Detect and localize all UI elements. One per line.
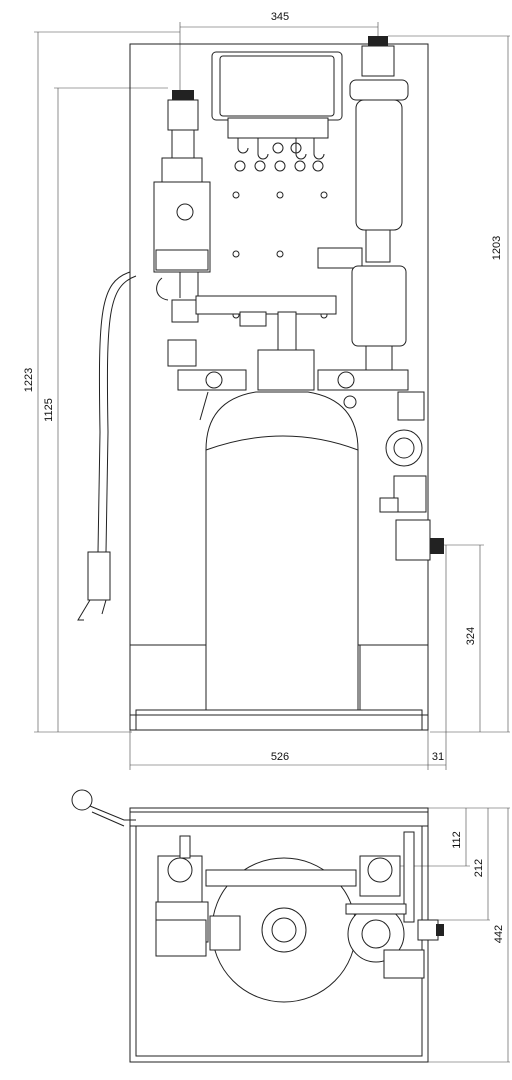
inlet-valve-left [161, 90, 203, 183]
dim-31-label: 31 [432, 751, 444, 763]
dim-526-label: 526 [271, 751, 289, 763]
filter-housing [317, 36, 409, 269]
dim-345-label: 345 [271, 11, 289, 23]
top-view-tank-head [261, 907, 307, 953]
pump-unit [153, 181, 211, 367]
ball-valves [177, 369, 409, 421]
controller-unit [211, 51, 343, 172]
top-view-back-plate [129, 811, 429, 827]
dim-212-label: 212 [473, 859, 485, 877]
dim-324-label: 324 [465, 627, 477, 645]
sensor-block [351, 265, 407, 371]
power-cord [77, 271, 137, 621]
dim-top-view-right: 112 212 442 [380, 807, 510, 1063]
top-view-inner [135, 825, 423, 1057]
dim-outlet-height: 324 [440, 544, 484, 732]
pressure-tank [205, 349, 359, 711]
dim-1223-label: 1223 [23, 368, 35, 392]
dim-left-outer: 1223 [23, 31, 180, 733]
top-view-right-components [345, 831, 444, 979]
dim-442-label: 442 [493, 925, 505, 943]
base-plate [135, 709, 423, 731]
header-pipe [195, 295, 337, 353]
dim-left-inner: 1125 [43, 87, 168, 732]
outlet-assembly [379, 391, 444, 561]
dim-base-width: 526 31 [129, 545, 447, 770]
dim-1125-label: 1125 [43, 398, 55, 422]
top-view-left-components [155, 835, 241, 957]
dim-right-height: 1203 [388, 35, 510, 733]
top-view-pipe [205, 869, 357, 887]
dim-top-width: 345 [179, 11, 379, 90]
top-view-cable [71, 789, 136, 827]
dim-112-label: 112 [451, 831, 463, 849]
top-view: 112 212 442 [71, 789, 510, 1063]
dim-1203-label: 1203 [491, 236, 503, 260]
front-view: 345 1203 1223 1125 324 [23, 11, 510, 770]
